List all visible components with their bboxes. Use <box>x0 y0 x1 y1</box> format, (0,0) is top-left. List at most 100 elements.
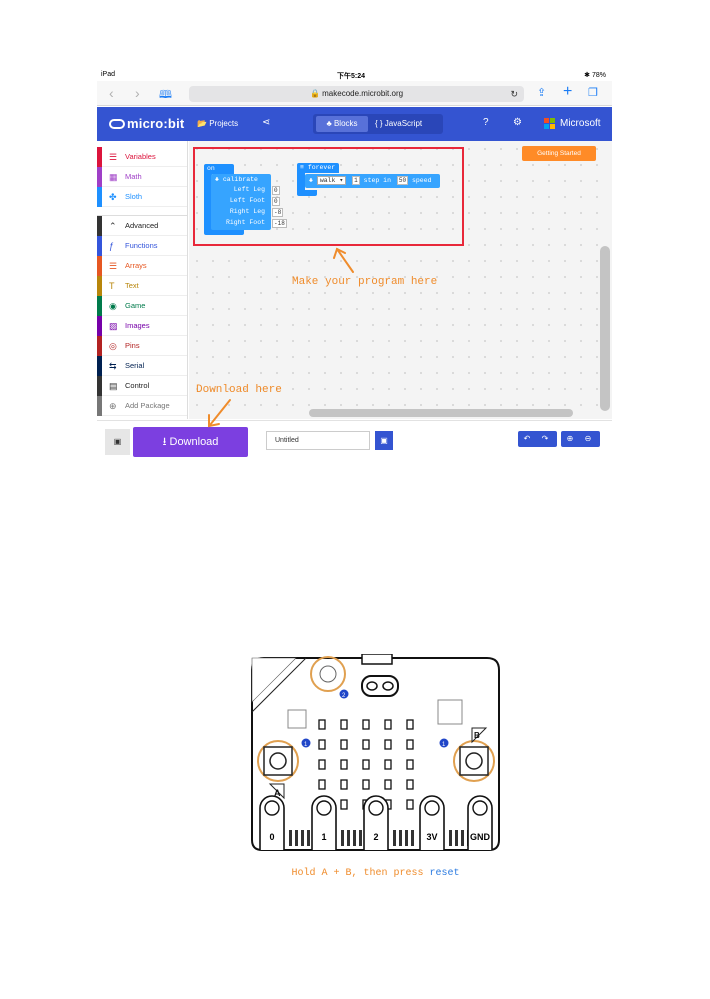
gear-icon[interactable]: ⚙ <box>513 117 522 128</box>
toolbox-item-label: Math <box>125 172 142 181</box>
toolbox-item-advanced[interactable]: ⌃Advanced <box>97 216 187 236</box>
toolbox-item-arrays[interactable]: ☰Arrays <box>97 256 187 276</box>
help-icon[interactable]: ? <box>483 117 489 128</box>
led <box>362 739 370 750</box>
led <box>362 759 370 770</box>
led <box>406 779 414 790</box>
walk-block[interactable]: ♣ walk ▾ 1 step in 50 speed <box>305 174 440 188</box>
toolbox-item-game[interactable]: ◉Game <box>97 296 187 316</box>
plus-circle-icon: ⊕ <box>109 401 117 411</box>
param-right-foot: Right Foot <box>225 219 265 226</box>
blocks-tab[interactable]: ♣ Blocks <box>316 116 368 132</box>
device-label: iPad <box>101 71 116 78</box>
projects-button[interactable]: 📂 Projects <box>197 119 239 128</box>
save-icon[interactable]: ▣ <box>375 431 393 450</box>
getting-started-button[interactable]: Getting Started <box>522 146 596 161</box>
step-count-value[interactable]: 1 <box>352 176 360 185</box>
toolbox-item-label: Sloth <box>125 192 143 201</box>
toolbox-item-math[interactable]: ▦Math <box>97 167 187 187</box>
toolbox-item-control[interactable]: ▤ Control <box>97 376 187 396</box>
led <box>406 739 414 750</box>
led <box>318 779 326 790</box>
forward-icon[interactable]: › <box>135 85 140 101</box>
horizontal-scrollbar[interactable] <box>309 409 573 417</box>
toolbox-item-serial[interactable]: ⇆Serial <box>97 356 187 376</box>
toolbox-item-label: Game <box>125 301 146 310</box>
reload-icon[interactable]: ↻ <box>510 89 518 99</box>
param-right-leg-value[interactable]: -8 <box>272 208 284 217</box>
pin-hole-icon <box>368 800 384 816</box>
zoom-in-icon[interactable]: ⊕ <box>566 434 574 443</box>
led <box>340 719 348 730</box>
toolbox-item-label: Control <box>125 381 150 390</box>
toolbox-item-label: Arrays <box>125 261 147 270</box>
battery-label: ✱ 78% <box>584 72 606 79</box>
pin-label: GND <box>470 832 491 842</box>
editor-toggle: ♣ Blocks { } JavaScript <box>313 114 443 134</box>
small-pin <box>295 830 298 846</box>
javascript-tab[interactable]: { } JavaScript <box>375 119 423 128</box>
toolbox-item-label: Serial <box>125 361 145 370</box>
share-project-icon[interactable]: ⋖ <box>262 117 271 128</box>
pin-label: 1 <box>321 832 326 842</box>
redo-icon[interactable]: ↷ <box>541 434 549 443</box>
small-pin <box>341 830 344 846</box>
pin-hole-icon <box>472 800 488 816</box>
simulator-toggle-button[interactable]: ▣ <box>105 429 130 455</box>
speed-value[interactable]: 50 <box>396 176 409 185</box>
bottom-toolbar: ▣ ⭳ Download Untitled ▣ ↶↷ ⊕⊖ <box>97 420 612 460</box>
param-left-leg-value[interactable]: 0 <box>272 186 280 195</box>
step-1-b-label: 1 <box>442 742 446 748</box>
vertical-scrollbar[interactable] <box>600 246 610 411</box>
bookmarks-icon[interactable]: 🕮 <box>159 89 172 101</box>
project-name-input[interactable]: Untitled <box>266 431 370 450</box>
led <box>340 739 348 750</box>
param-right-foot-value[interactable]: -18 <box>272 219 287 228</box>
toolbox-item-images[interactable]: ▨Images <box>97 316 187 336</box>
toolbox-item-sloth[interactable]: ✤Sloth <box>97 187 187 207</box>
new-tab-icon[interactable]: + <box>563 83 573 100</box>
calibrate-block[interactable] <box>211 174 271 230</box>
led <box>362 719 370 730</box>
chevron-up-icon: ⌃ <box>109 221 117 231</box>
share-icon[interactable]: ⇪ <box>537 87 547 99</box>
microsoft-label[interactable]: Microsoft <box>560 118 601 129</box>
zoom-out-icon[interactable]: ⊖ <box>584 434 592 443</box>
loop-icon: ≡ <box>300 164 304 171</box>
microbit-logo[interactable]: micro:bit <box>109 116 184 131</box>
paw-icon: ♣ <box>215 176 219 183</box>
pin-hole-icon <box>316 800 332 816</box>
small-pin <box>289 830 292 846</box>
step-2-label: 2 <box>342 693 346 699</box>
text-icon: T <box>109 281 115 291</box>
control-icon: ▤ <box>109 381 118 391</box>
folder-icon: 📂 <box>197 119 207 128</box>
button-b-label: B <box>474 731 480 740</box>
download-arrow-icon <box>209 399 231 426</box>
url-bar[interactable]: 🔒 makecode.microbit.org ↻ <box>189 86 524 102</box>
undo-redo-group: ↶↷ <box>518 431 557 447</box>
toolbox-item-label: Functions <box>125 241 158 250</box>
param-left-foot-value[interactable]: 0 <box>272 197 280 206</box>
undo-icon[interactable]: ↶ <box>523 434 531 443</box>
toolbox-item-add-package[interactable]: ⊕Add Package <box>97 396 187 416</box>
small-pin <box>399 830 402 846</box>
small-pin <box>301 830 304 846</box>
download-button[interactable]: ⭳ Download <box>133 427 248 457</box>
button-a-label: A <box>274 788 281 798</box>
led <box>384 719 392 730</box>
led <box>318 759 326 770</box>
toolbox-item-variables[interactable]: ☰Variables <box>97 147 187 167</box>
pin-icon: ◎ <box>109 341 117 351</box>
back-icon[interactable]: ‹ <box>109 85 114 101</box>
toolbox-item-pins[interactable]: ◎Pins <box>97 336 187 356</box>
led <box>362 779 370 790</box>
tabs-icon[interactable]: ❐ <box>588 87 598 99</box>
walk-dropdown[interactable]: walk ▾ <box>316 176 347 185</box>
pin-label: 0 <box>269 832 274 842</box>
small-pin <box>393 830 396 846</box>
